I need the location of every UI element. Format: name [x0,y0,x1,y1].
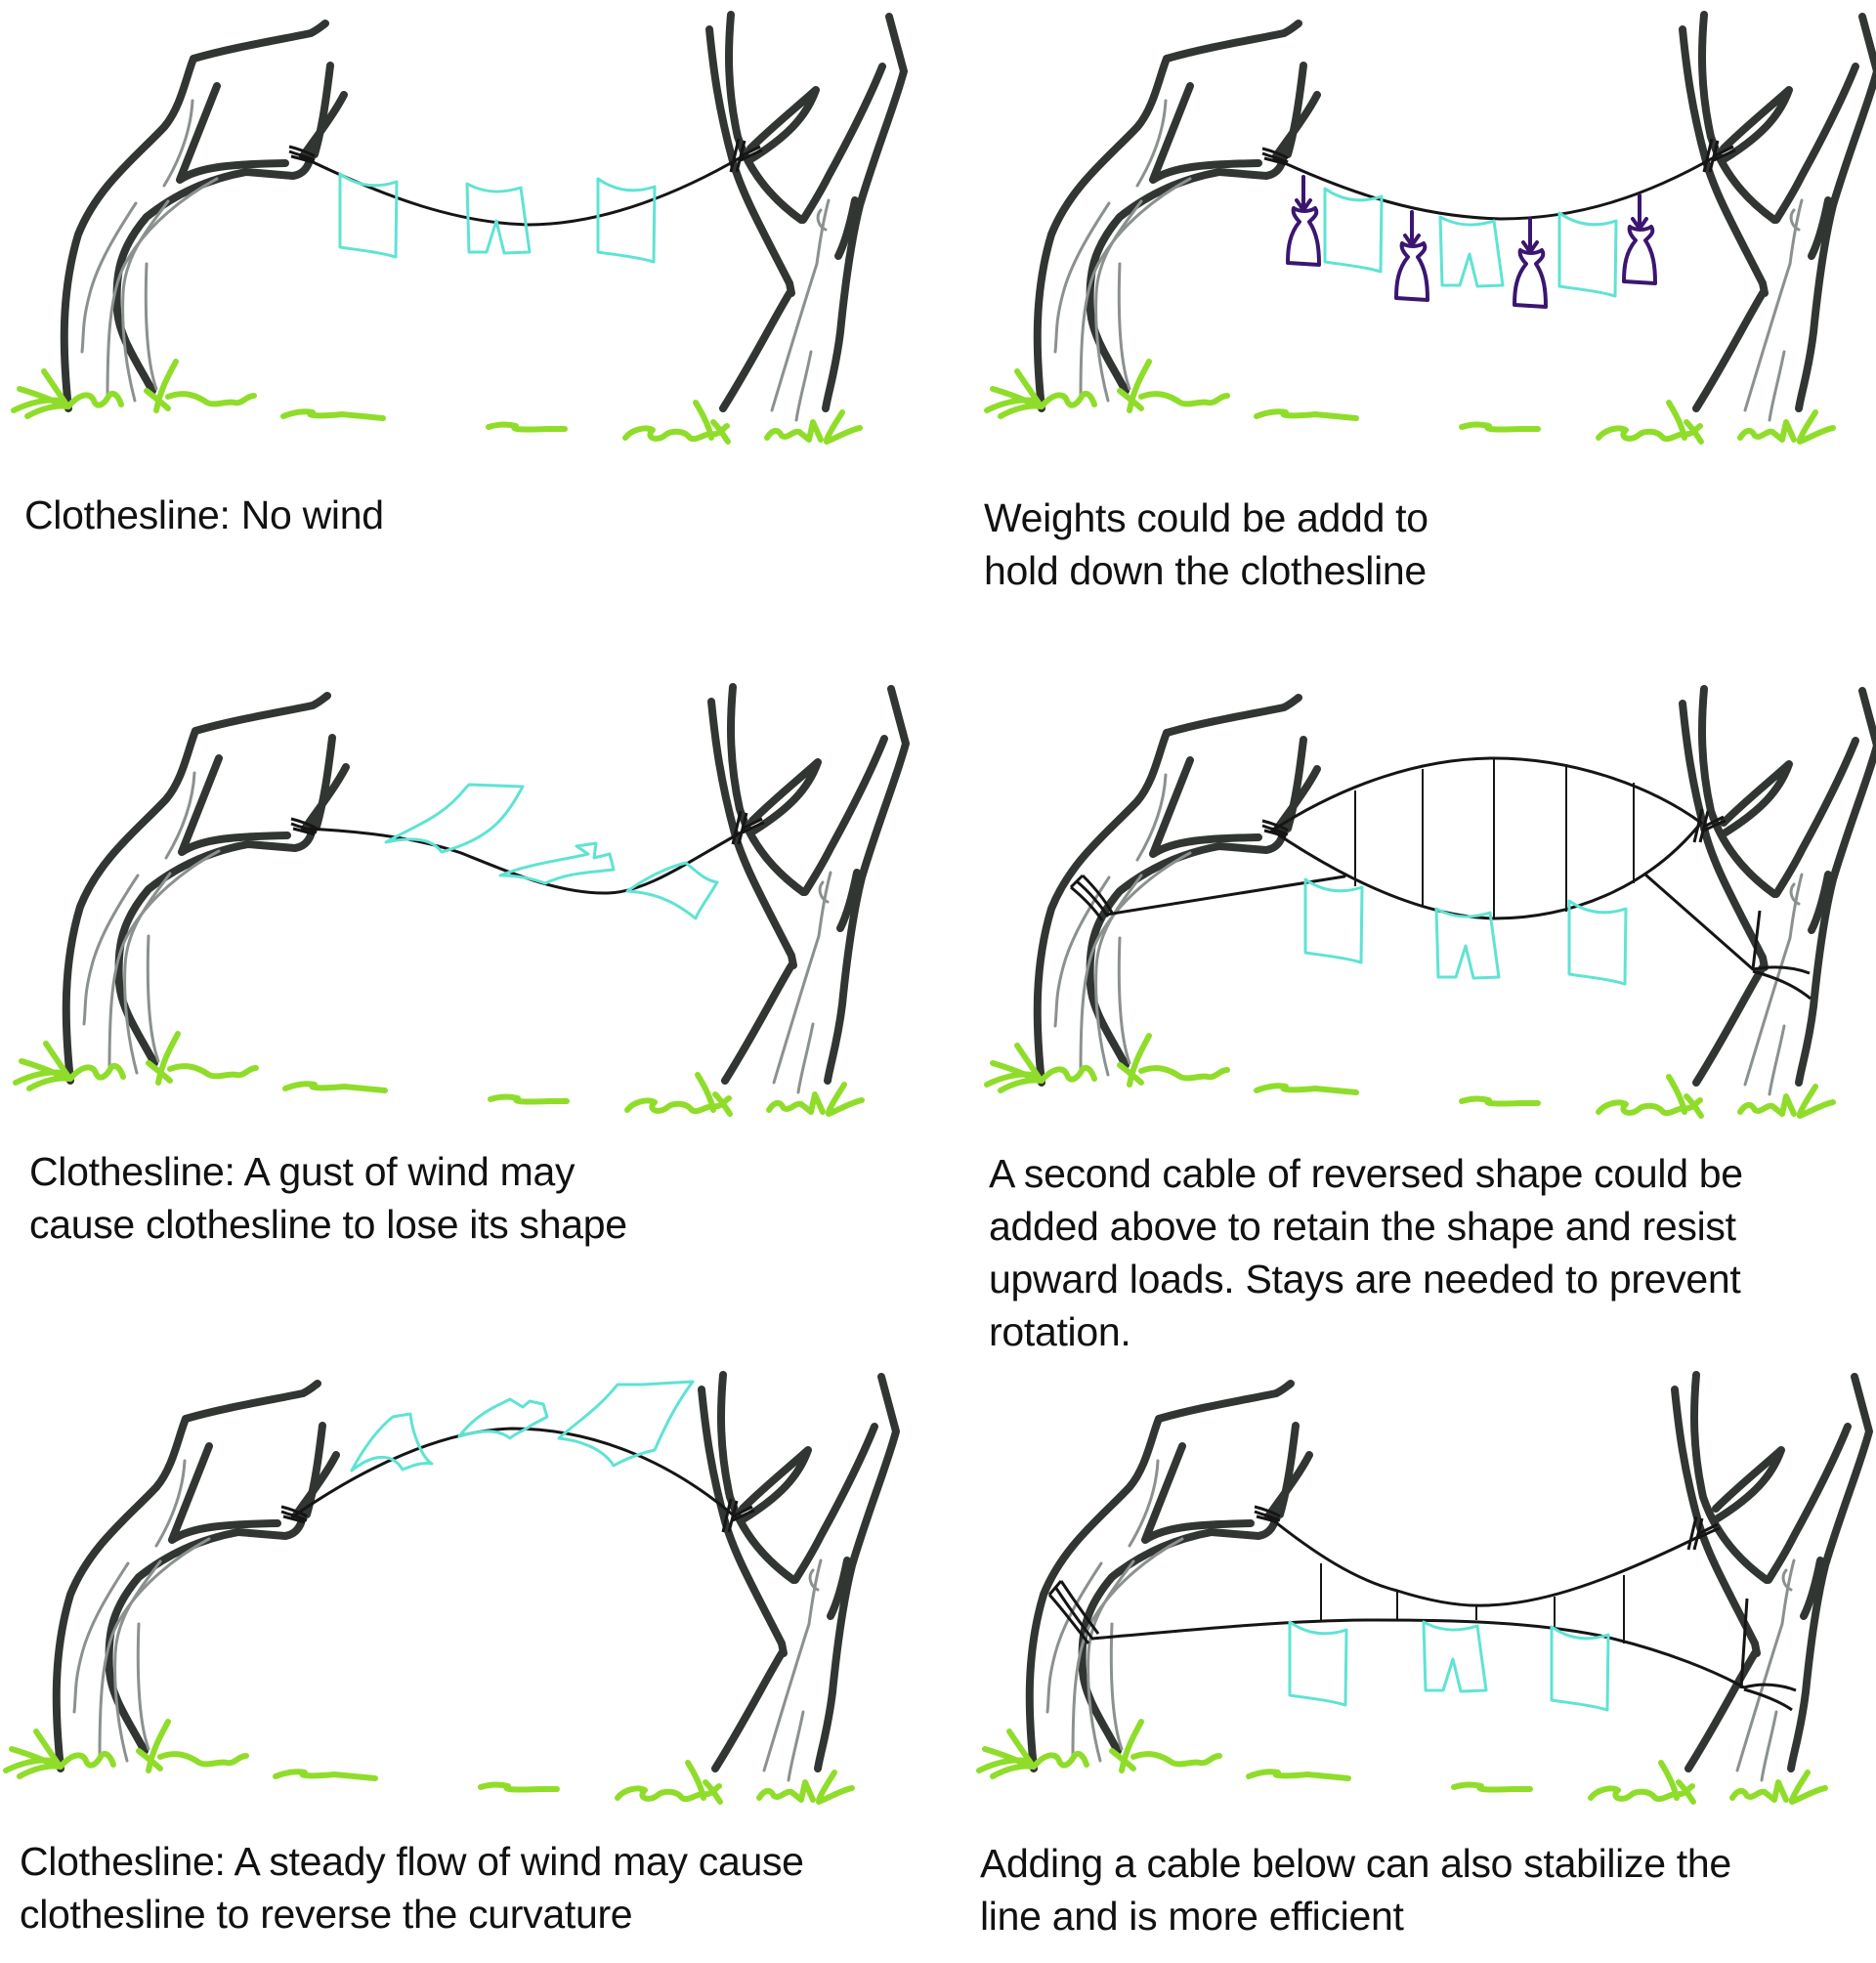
lower-cable [1270,821,1703,920]
towel-icon [1288,1620,1348,1707]
caption-line: Adding a cable below can also stabilize … [980,1841,1731,1886]
weight-bag-icon [1286,175,1321,267]
clothesline [299,154,745,227]
blown-towel-icon [557,1380,695,1468]
caption-steady-wind: Clothesline: A steady flow of wind may c… [20,1835,804,1941]
caption-line: line and is more efficient [980,1894,1404,1939]
left-tree-icon [1038,23,1317,408]
right-tree-icon [702,1375,896,1780]
caption-line: cause clothesline to lose its shape [29,1202,627,1247]
blown-towel-icon [625,861,719,920]
caption-line: hold down the clothesline [984,548,1427,593]
panel-weights [987,15,1876,442]
caption-line: Clothesline: A steady flow of wind may c… [20,1839,804,1884]
caption-line: Clothesline: A gust of wind may [29,1149,576,1194]
left-tree-icon [1038,698,1317,1083]
panel-no-wind [14,15,904,442]
towel-icon [1303,877,1364,964]
weight-bag-icon [1622,193,1657,285]
blown-shirt-icon [498,841,616,885]
caption-line: Weights could be addd to [984,495,1428,540]
blown-shirt-icon [457,1397,549,1440]
panel-gust [16,687,906,1114]
caption-second-cable: A second cable of reversed shape could b… [989,1147,1743,1358]
pants-icon [1438,215,1505,288]
right-tree-icon [1683,15,1876,420]
right-tree-icon [711,687,906,1092]
caption-line: upward loads. Stays are needed to preven… [989,1257,1741,1302]
caption-gust: Clothesline: A gust of wind may cause cl… [29,1145,627,1251]
caption-no-wind: Clothesline: No wind [24,489,384,541]
blown-towel-icon [350,1412,434,1472]
left-tree-icon [64,23,344,408]
upper-cable [1270,756,1703,832]
clothesline [291,1427,737,1518]
caption-line: Clothesline: No wind [24,492,384,537]
caption-cable-below: Adding a cable below can also stabilize … [980,1837,1731,1942]
left-stay-band [1069,874,1114,921]
left-stay-band [1047,1580,1100,1644]
panel-second-cable [987,689,1876,1116]
right-stay-band [1739,1598,1797,1712]
left-tree-icon [57,1384,336,1769]
right-stay-band [1751,910,1812,1001]
caption-weights: Weights could be addd to hold down the c… [984,491,1428,597]
weight-bag-icon [1513,217,1548,309]
lower-cable [1090,1618,1746,1689]
towel-icon [1323,187,1384,274]
right-tree-icon [1675,1375,1869,1780]
vertical-hangers [1320,1563,1625,1643]
panel-steady-wind [6,1375,896,1802]
weight-bag-icon [1394,210,1429,302]
left-tree-icon [1030,1384,1309,1769]
right-stay [1644,874,1755,971]
left-tree-icon [66,696,346,1081]
right-tree-icon [709,15,904,420]
towel-icon [338,172,399,259]
pants-icon [1422,1620,1488,1693]
towel-icon [596,177,657,264]
caption-line: rotation. [989,1309,1131,1354]
panel-cable-below [979,1375,1869,1802]
vertical-hangers [1354,758,1635,918]
clothesline [301,827,746,895]
caption-line: clothesline to reverse the curvature [20,1892,633,1937]
right-tree-icon [1683,689,1876,1094]
towel-icon [1567,899,1628,986]
pants-icon [1434,907,1501,980]
towel-icon [1550,1625,1610,1712]
towel-icon [1557,211,1618,298]
clothesline [1272,154,1718,221]
blown-towel-icon [384,783,525,854]
upper-cable [1266,1515,1702,1607]
caption-line: added above to retain the shape and resi… [989,1204,1736,1249]
caption-line: A second cable of reversed shape could b… [989,1151,1743,1196]
